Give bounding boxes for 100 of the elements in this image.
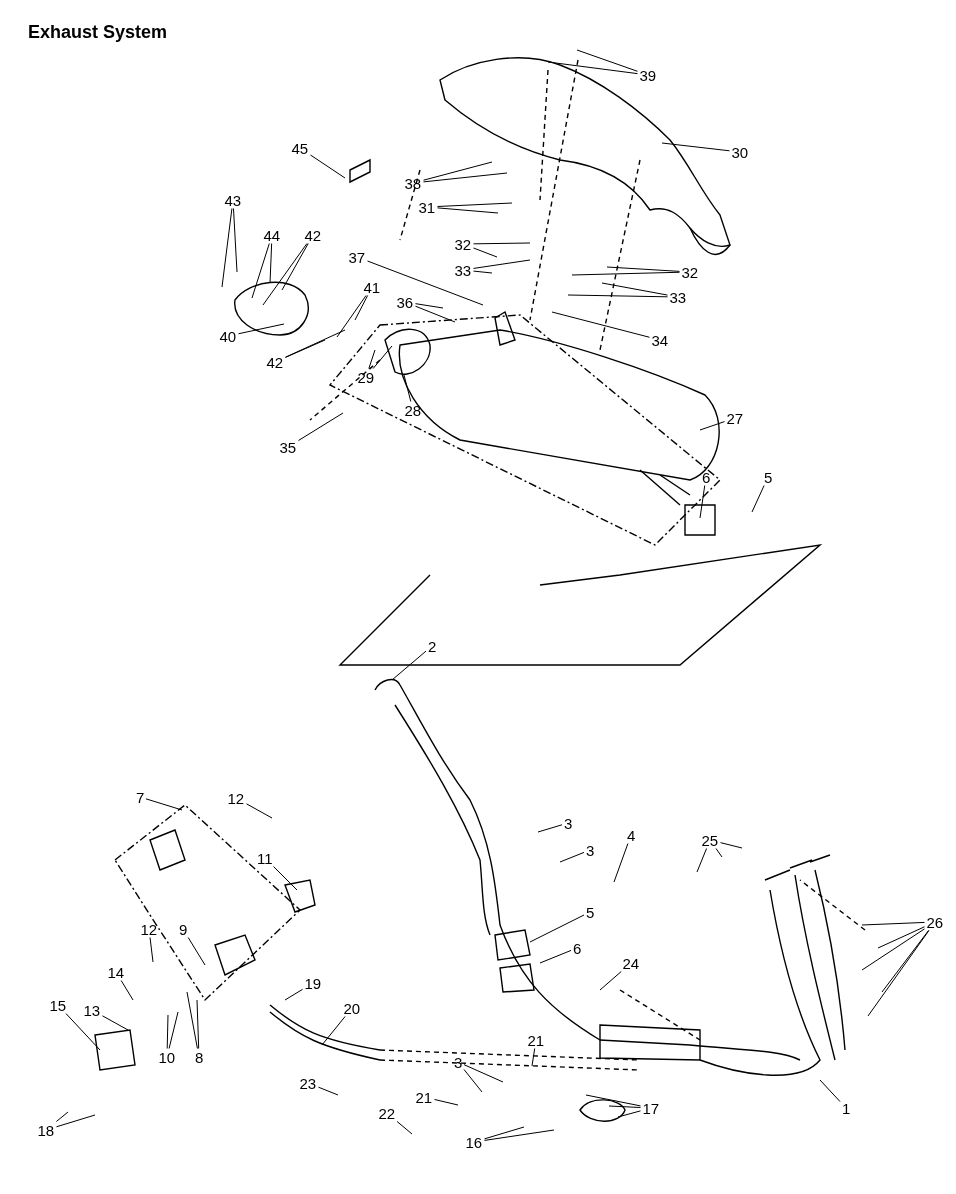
leader-line	[531, 1048, 536, 1067]
callout-number: 11	[257, 850, 273, 866]
leader-line	[285, 339, 326, 358]
callout-number: 8	[195, 1049, 204, 1065]
leader-line	[354, 295, 369, 321]
leader-line	[613, 843, 629, 883]
leader-line	[571, 271, 680, 276]
leader-line	[661, 142, 730, 152]
leader-line	[232, 208, 238, 273]
callout-number: 25	[701, 832, 719, 848]
leader-line	[699, 421, 725, 431]
leader-line	[396, 1121, 413, 1135]
leader-line	[463, 1064, 504, 1083]
leader-line	[415, 305, 456, 323]
leader-line	[437, 202, 513, 207]
leader-line	[367, 260, 484, 306]
leader-line	[262, 243, 308, 306]
leader-line	[298, 412, 344, 441]
callout-number: 43	[224, 192, 242, 208]
leader-line	[336, 295, 367, 338]
leader-line	[187, 937, 206, 966]
callout-number: 12	[227, 790, 245, 806]
callout-number: 5	[586, 904, 595, 920]
callout-number: 17	[642, 1100, 660, 1116]
leader-line	[284, 988, 303, 1001]
leader-line	[372, 345, 393, 369]
leader-line	[246, 803, 273, 819]
callout-number: 21	[527, 1032, 545, 1048]
callout-number: 20	[343, 1000, 361, 1016]
callout-number: 3	[586, 842, 595, 858]
leader-line	[699, 485, 706, 519]
callout-number: 1	[842, 1100, 851, 1116]
leader-line	[617, 1110, 641, 1118]
callout-number: 42	[266, 354, 284, 370]
leader-line	[273, 866, 298, 891]
leader-line	[537, 824, 563, 833]
leader-line	[881, 930, 930, 993]
leader-line	[473, 270, 493, 274]
callout-number: 6	[573, 940, 582, 956]
leader-line	[608, 1105, 641, 1108]
diagram-title: Exhaust System	[28, 22, 168, 43]
leader-line	[251, 243, 270, 299]
callout-number: 34	[651, 332, 669, 348]
leader-line	[285, 329, 346, 358]
leader-line	[599, 971, 622, 991]
callout-number: 37	[348, 249, 366, 265]
leader-line	[715, 848, 723, 858]
callout-number: 38	[404, 175, 422, 191]
callout-number: 5	[764, 469, 773, 485]
leader-line	[861, 921, 925, 926]
callout-number: 4	[627, 827, 636, 843]
leader-line	[423, 172, 508, 183]
leader-line	[403, 374, 412, 402]
callout-number: 7	[136, 789, 145, 805]
callout-number: 35	[279, 439, 297, 455]
leader-line	[720, 842, 743, 849]
callout-number: 45	[291, 140, 309, 156]
leader-line	[484, 1126, 525, 1140]
callout-number: 30	[731, 144, 749, 160]
leader-line	[601, 282, 668, 296]
callout-number: 23	[299, 1075, 317, 1091]
callout-number: 6	[702, 469, 711, 485]
leader-line	[819, 1079, 841, 1103]
leader-line	[102, 1015, 129, 1031]
leader-line	[166, 1014, 169, 1049]
leader-line	[186, 991, 198, 1049]
leader-line	[221, 208, 233, 288]
leader-line	[415, 303, 444, 309]
leader-line	[368, 349, 376, 369]
leader-line	[269, 243, 273, 284]
callout-number: 10	[158, 1049, 176, 1065]
leader-line	[434, 1098, 459, 1106]
callout-number: 24	[622, 955, 640, 971]
callout-number: 9	[179, 921, 188, 937]
callout-number: 18	[37, 1122, 55, 1138]
callout-number: 13	[83, 1002, 101, 1018]
leader-line	[423, 161, 493, 181]
leader-line	[321, 1016, 346, 1046]
leader-line	[551, 311, 650, 338]
leader-line	[473, 259, 531, 269]
leader-line	[606, 266, 680, 272]
callout-number: 22	[378, 1105, 396, 1121]
callout-number: 2	[428, 638, 437, 654]
leader-line	[484, 1129, 555, 1141]
leader-line	[281, 243, 309, 291]
callout-number: 32	[681, 264, 699, 280]
leader-line	[145, 798, 183, 811]
leader-line	[391, 650, 427, 681]
callout-number: 44	[263, 227, 281, 243]
leader-line	[547, 61, 638, 75]
callout-number: 32	[454, 236, 472, 252]
callout-number: 14	[107, 964, 125, 980]
callout-number: 3	[454, 1054, 463, 1070]
callout-number: 27	[726, 410, 744, 426]
leader-line	[861, 928, 925, 971]
callout-number: 36	[396, 294, 414, 310]
leader-line	[473, 247, 498, 258]
callout-number: 41	[363, 279, 381, 295]
leader-line	[867, 930, 930, 1017]
leader-line	[65, 1013, 101, 1051]
